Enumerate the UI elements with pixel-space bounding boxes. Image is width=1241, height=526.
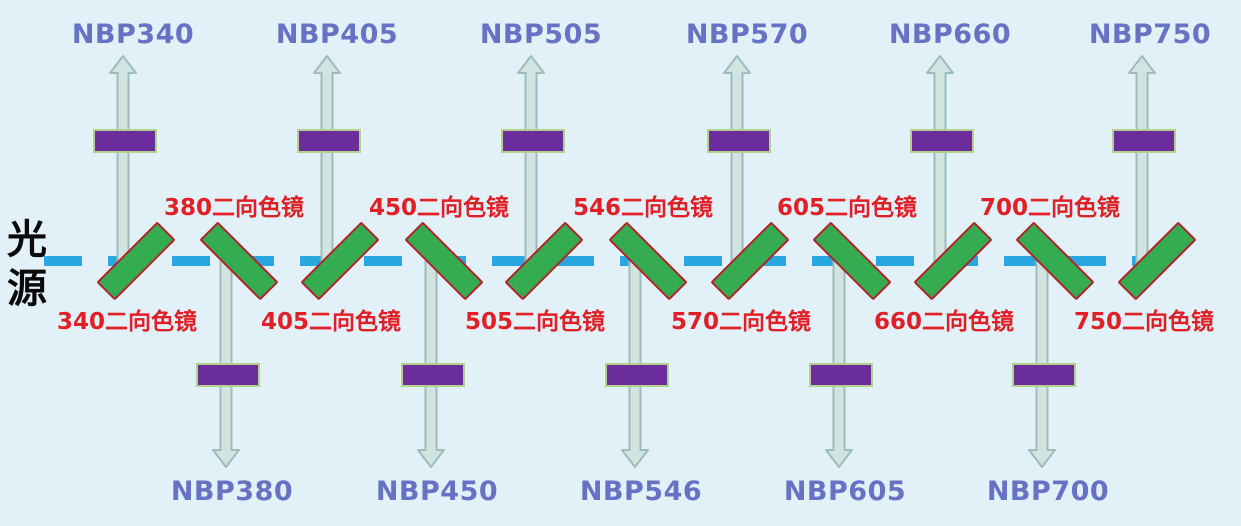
nbp-filter-output-label: NBP750 [1088,19,1212,50]
nbp-filter-output-label: NBP450 [375,476,499,507]
dichroic-mirror-label: 546二向色镜 [572,195,714,221]
dichroic-mirror-label: 570二向色镜 [670,309,812,335]
dichroic-mirror-label: 405二向色镜 [260,309,402,335]
up-arrow [517,55,545,272]
bandpass-filter [707,129,771,153]
up-arrow [109,55,137,272]
bandpass-filter [910,129,974,153]
dichroic-mirror-label: 605二向色镜 [776,195,918,221]
bandpass-filter [1012,363,1076,387]
bandpass-filter [501,129,565,153]
dichroic-mirror-label: 450二向色镜 [368,195,510,221]
nbp-filter-output-label: NBP700 [986,476,1110,507]
bandpass-filter [1112,129,1176,153]
nbp-filter-output-label: NBP660 [888,19,1012,50]
up-arrow [723,55,751,272]
dichroic-mirror-label: 380二向色镜 [163,195,305,221]
nbp-filter-output-label: NBP405 [275,19,399,50]
dichroic-mirror-label: 505二向色镜 [464,309,606,335]
nbp-filter-output-label: NBP340 [71,19,195,50]
dichroic-mirror-label: 750二向色镜 [1073,309,1215,335]
dichroic-mirror-label: 340二向色镜 [56,309,198,335]
up-arrow [313,55,341,272]
nbp-filter-output-label: NBP380 [170,476,294,507]
bandpass-filter [809,363,873,387]
light-source-label: 光源 [7,217,47,312]
nbp-filter-output-label: NBP505 [479,19,603,50]
nbp-filter-output-label: NBP605 [783,476,907,507]
bandpass-filter [196,363,260,387]
light-beam [44,256,1182,266]
dichroic-mirror-label: 700二向色镜 [979,195,1121,221]
nbp-filter-output-label: NBP570 [685,19,809,50]
bandpass-filter [401,363,465,387]
bandpass-filter [605,363,669,387]
bandpass-filter [93,129,157,153]
up-arrow [926,55,954,272]
bandpass-filter [297,129,361,153]
dichroic-mirror-label: 660二向色镜 [873,309,1015,335]
nbp-filter-output-label: NBP546 [579,476,703,507]
up-arrow [1128,55,1156,272]
